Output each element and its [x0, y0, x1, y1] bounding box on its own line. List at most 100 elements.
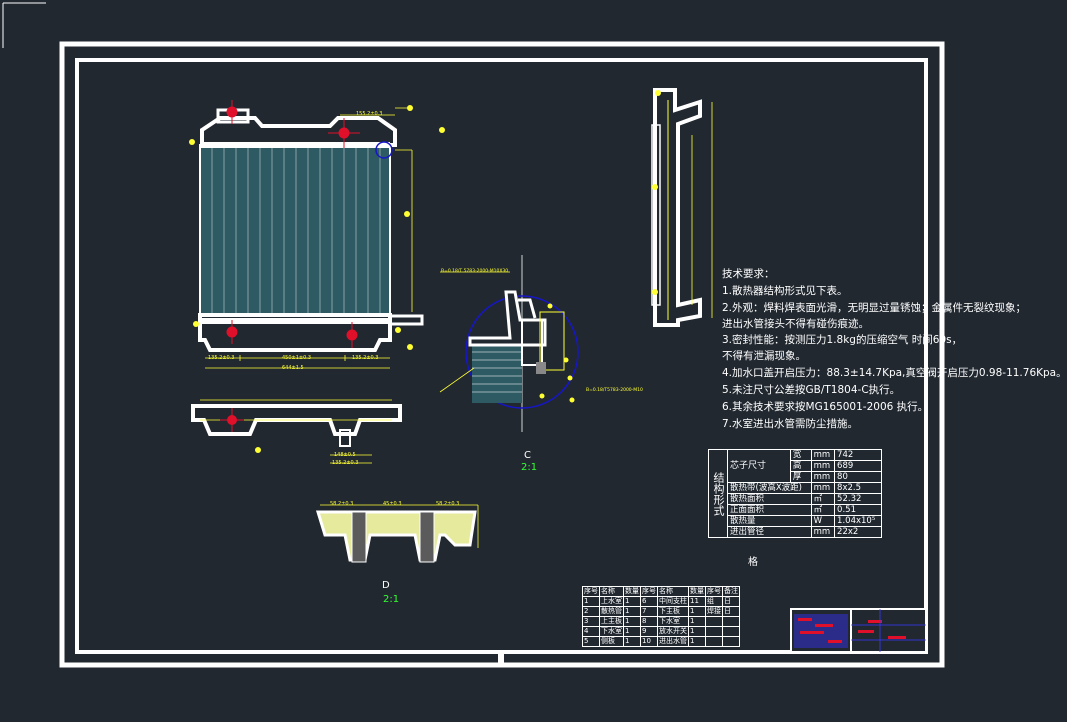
structure-table[interactable]: 结构形式 芯子尺寸 宽 mm 742 高 mm 689 厚 mm 80 散热带(…	[708, 449, 882, 538]
drawing-canvas[interactable]	[0, 0, 1033, 722]
header-cell: 序号	[582, 586, 600, 597]
requirement-line: 6.其余技术要求按MG165001-2006 执行。	[722, 401, 929, 413]
cell	[705, 636, 723, 647]
cell: 组	[705, 596, 723, 607]
cell: 散热面积	[727, 493, 812, 505]
cell: 下水室	[657, 616, 689, 627]
detail-d-scale: 2:1	[383, 594, 400, 605]
header-cell: 名称	[657, 586, 689, 597]
dimension-label: 58.2±0.3	[330, 501, 354, 507]
side-view[interactable]	[651, 88, 713, 327]
cell: 7	[640, 606, 658, 617]
cell: mm	[810, 526, 836, 538]
cell: ㎡	[810, 493, 836, 505]
detail-c-marker	[375, 141, 393, 159]
cell: 宽	[789, 449, 812, 461]
header-cell: 名称	[599, 586, 624, 597]
cell: 52.32	[834, 493, 882, 505]
requirement-line: 5.未注尺寸公差按GB/T1804-C执行。	[722, 384, 901, 396]
cell: 厚	[789, 471, 812, 483]
cell: 侧板	[599, 636, 624, 647]
dimension-label: 155.2±0.3	[356, 111, 383, 117]
cell: 散热带(波高X波距)	[727, 482, 812, 494]
dimension-label: 135.2±0.3	[352, 355, 379, 361]
cell: ㎡	[810, 504, 836, 516]
cell: 4	[582, 626, 600, 637]
requirement-line: 进出水管接头不得有碰伤痕迹。	[722, 318, 869, 330]
cell: 散热量	[727, 515, 812, 527]
cell: 5	[582, 636, 600, 647]
cell: 6	[640, 596, 658, 607]
cell: 正面面积	[727, 504, 812, 516]
dimension-label: 148±0.5	[334, 452, 356, 458]
cell: 9	[640, 626, 658, 637]
header-cell: 序号	[705, 586, 723, 597]
cell	[722, 636, 740, 647]
dimension-label: 644±1.5	[282, 365, 304, 371]
cell: 1	[623, 636, 641, 647]
requirement-line: 3.密封性能：按测压力1.8kg的压缩空气 时间60s，	[722, 334, 963, 346]
cell: 焊接	[705, 606, 723, 617]
detail-c-scale: 2:1	[521, 462, 538, 473]
ucs-icon	[2, 2, 46, 48]
cell: 中间支柱	[657, 596, 689, 607]
cell: 下水室	[599, 626, 624, 637]
cell: 1	[623, 606, 641, 617]
structure-footer: 格	[748, 557, 758, 568]
cell: 1	[688, 626, 706, 637]
cell: W	[810, 515, 836, 527]
cell: 高	[789, 460, 812, 472]
cell: 1	[623, 596, 641, 607]
center-marks	[226, 100, 360, 348]
cell: 0.51	[834, 504, 882, 516]
cell: 3	[582, 616, 600, 627]
cell: mm	[810, 482, 836, 494]
detail-d-label: D	[382, 580, 390, 591]
header-cell: 数量	[623, 586, 641, 597]
dimension-label: 58.2±0.3	[436, 501, 460, 507]
cell: 进出管径	[727, 526, 812, 538]
detail-d-view[interactable]	[315, 504, 479, 563]
cell: 1	[688, 636, 706, 647]
cell: mm	[810, 471, 836, 483]
detail-c-label: C	[524, 450, 531, 461]
requirement-line: 不得有泄漏现象。	[722, 350, 806, 362]
cell: 1	[582, 596, 600, 607]
front-view[interactable]	[189, 100, 445, 369]
cell: 11	[688, 596, 706, 607]
cell: 8x2.5	[834, 482, 882, 494]
cell: 2	[582, 606, 600, 617]
requirement-line: 2.外观：焊料焊表面光滑，无明显过量锈蚀；金属件无裂纹现象；	[722, 302, 1027, 314]
requirement-line: 4.加水口盖开启压力：88.3±14.7Kpa,真空阀开启压力0.98-11.7…	[722, 367, 1067, 379]
cell: 1.04x10⁵	[834, 515, 882, 527]
requirements-title: 技术要求：	[722, 268, 775, 280]
dimension-label: 135.2±0.3	[332, 460, 359, 466]
frame-notch	[498, 651, 504, 665]
title-block[interactable]	[790, 608, 927, 653]
core-size-label: 芯子尺寸	[727, 449, 791, 483]
header-cell: 序号	[640, 586, 658, 597]
cell: 1	[688, 616, 706, 627]
dimension-label: 135.2±0.3	[208, 355, 235, 361]
cell: 8	[640, 616, 658, 627]
cell: 下主板	[657, 606, 689, 617]
cell: 放水开关	[657, 626, 689, 637]
radiator-core	[199, 144, 391, 316]
cell: 22x2	[834, 526, 882, 538]
cell: 日	[722, 606, 740, 617]
cell	[705, 626, 723, 637]
cell: 742	[834, 449, 882, 461]
bottom-view[interactable]	[191, 399, 402, 464]
requirement-line: 1.散热器结构形式见下表。	[722, 285, 848, 297]
cell: 10	[640, 636, 658, 647]
dimension-label: 45±0.3	[383, 501, 402, 507]
cell: 上主板	[599, 616, 624, 627]
cell: 80	[834, 471, 882, 483]
detail-c-view[interactable]	[439, 255, 579, 432]
